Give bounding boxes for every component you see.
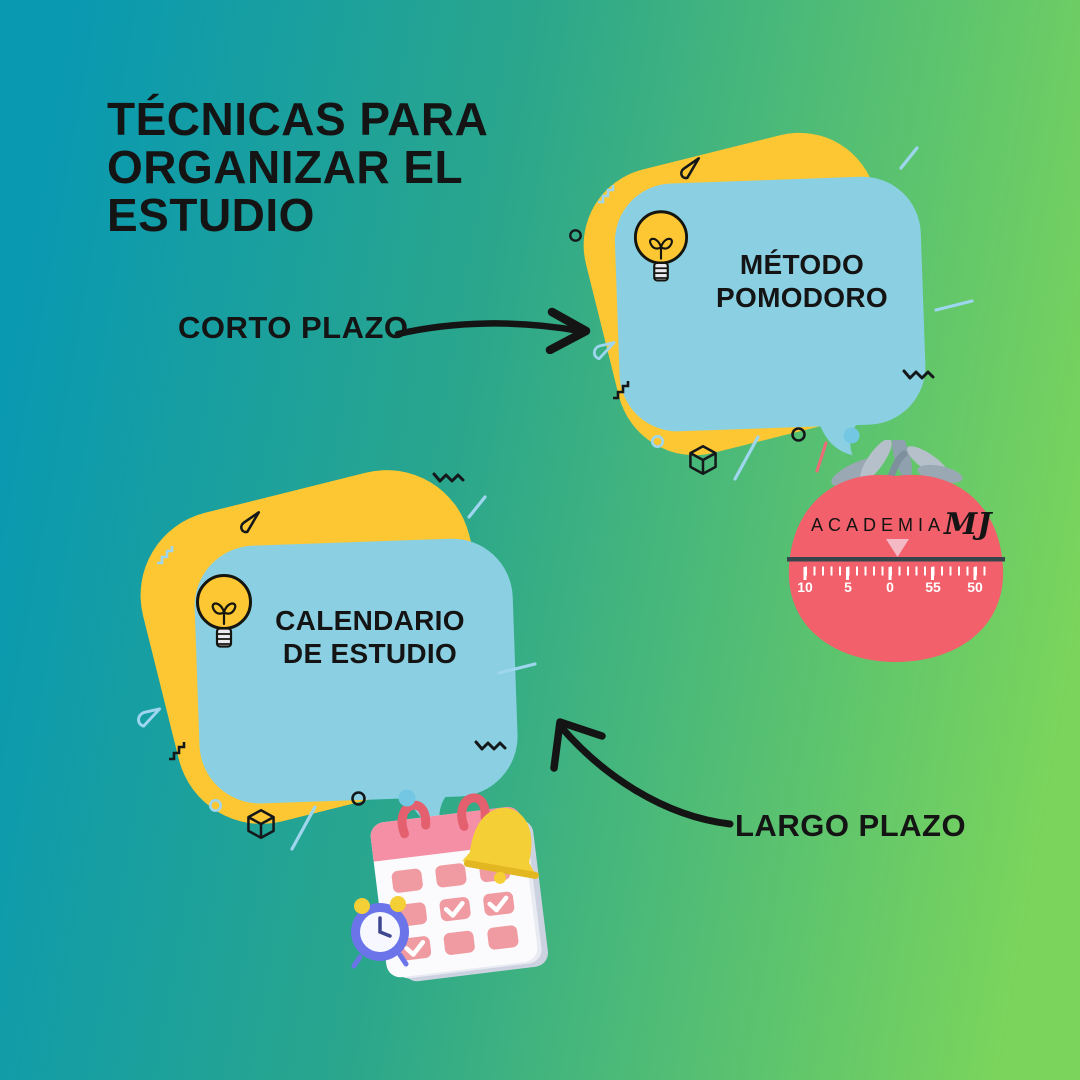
deco-dot-icon: [843, 427, 860, 444]
bell-icon: [462, 807, 539, 884]
deco-stairs-icon: [598, 185, 615, 204]
deco-line-icon: [467, 495, 487, 519]
deco-circle-icon: [569, 229, 582, 242]
bubble-metodo-pomodoro: MÉTODO POMODORO: [567, 116, 938, 483]
bubble-title: MÉTODO POMODORO: [692, 248, 912, 314]
deco-dot-icon: [398, 789, 416, 807]
tomato-body: [788, 474, 1004, 662]
dial-number: 10: [797, 579, 813, 595]
deco-line-icon: [497, 662, 537, 675]
brand-script-text: MJ: [943, 507, 993, 542]
arrow-right-icon: [394, 307, 591, 354]
deco-zigzag-icon: [474, 740, 507, 751]
checkmark-icon: [404, 895, 509, 957]
dial-marker-icon: [886, 539, 909, 557]
bubble-title-line: MÉTODO: [739, 249, 865, 280]
bubble-title-line: DE ESTUDIO: [282, 638, 458, 670]
label-largo-plazo: LARGO PLAZO: [735, 808, 967, 843]
title-line: TÉCNICAS PARA: [107, 93, 489, 145]
bubble-calendario: CALENDARIO DE ESTUDIO: [122, 452, 540, 842]
title-line: ORGANIZAR EL: [107, 140, 464, 193]
deco-cone-icon: [137, 707, 162, 728]
dial-number: 5: [844, 579, 852, 595]
speech-bubble-icon: [194, 538, 518, 829]
deco-zigzag-icon: [902, 369, 935, 380]
calendar-rings: [397, 793, 490, 839]
deco-stairs-icon: [613, 381, 630, 400]
deco-cube-icon: [247, 809, 275, 839]
deco-stairs-icon: [169, 742, 186, 761]
dial-number: 0: [886, 579, 894, 595]
deco-circle-icon: [209, 799, 222, 812]
title-line: ESTUDIO: [107, 188, 315, 241]
lightbulb-icon: [633, 210, 689, 282]
bubble-title-line: POMODORO: [716, 282, 888, 314]
label-corto-plazo: CORTO PLAZO: [178, 310, 409, 345]
dial-number: 50: [967, 579, 983, 595]
bubble-title-line: CALENDARIO: [275, 605, 465, 636]
deco-circle-icon: [651, 435, 664, 448]
deco-cube-icon: [689, 445, 717, 475]
dial-number: 55: [925, 579, 941, 595]
dial-line: [787, 557, 1005, 562]
lightbulb-icon: [196, 574, 252, 648]
deco-line-icon: [815, 441, 828, 473]
deco-line-icon: [934, 299, 974, 312]
alarm-clock-icon: [351, 896, 409, 969]
calendar-illustration: [351, 793, 549, 982]
bubble-title: CALENDARIO DE ESTUDIO: [252, 604, 488, 670]
brand-text: ACADEMIA: [811, 515, 945, 535]
deco-circle-icon: [791, 427, 806, 442]
deco-cone-icon: [592, 341, 616, 361]
arrow-up-left-icon: [550, 718, 734, 828]
deco-line-icon: [733, 435, 760, 481]
speech-bubble-icon: [614, 176, 926, 456]
deco-stairs-icon: [157, 546, 174, 565]
page-title: TÉCNICAS PARA ORGANIZAR EL ESTUDIO: [107, 93, 489, 241]
deco-circle-icon: [351, 791, 366, 806]
deco-cone-icon: [680, 157, 701, 180]
pomodoro-timer-illustration: ACADEMIA MJ 10 5 0 55 50: [787, 440, 1005, 662]
deco-line-icon: [899, 146, 919, 170]
deco-line-icon: [290, 805, 317, 851]
deco-cone-icon: [240, 511, 261, 534]
deco-zigzag-icon: [432, 472, 465, 483]
